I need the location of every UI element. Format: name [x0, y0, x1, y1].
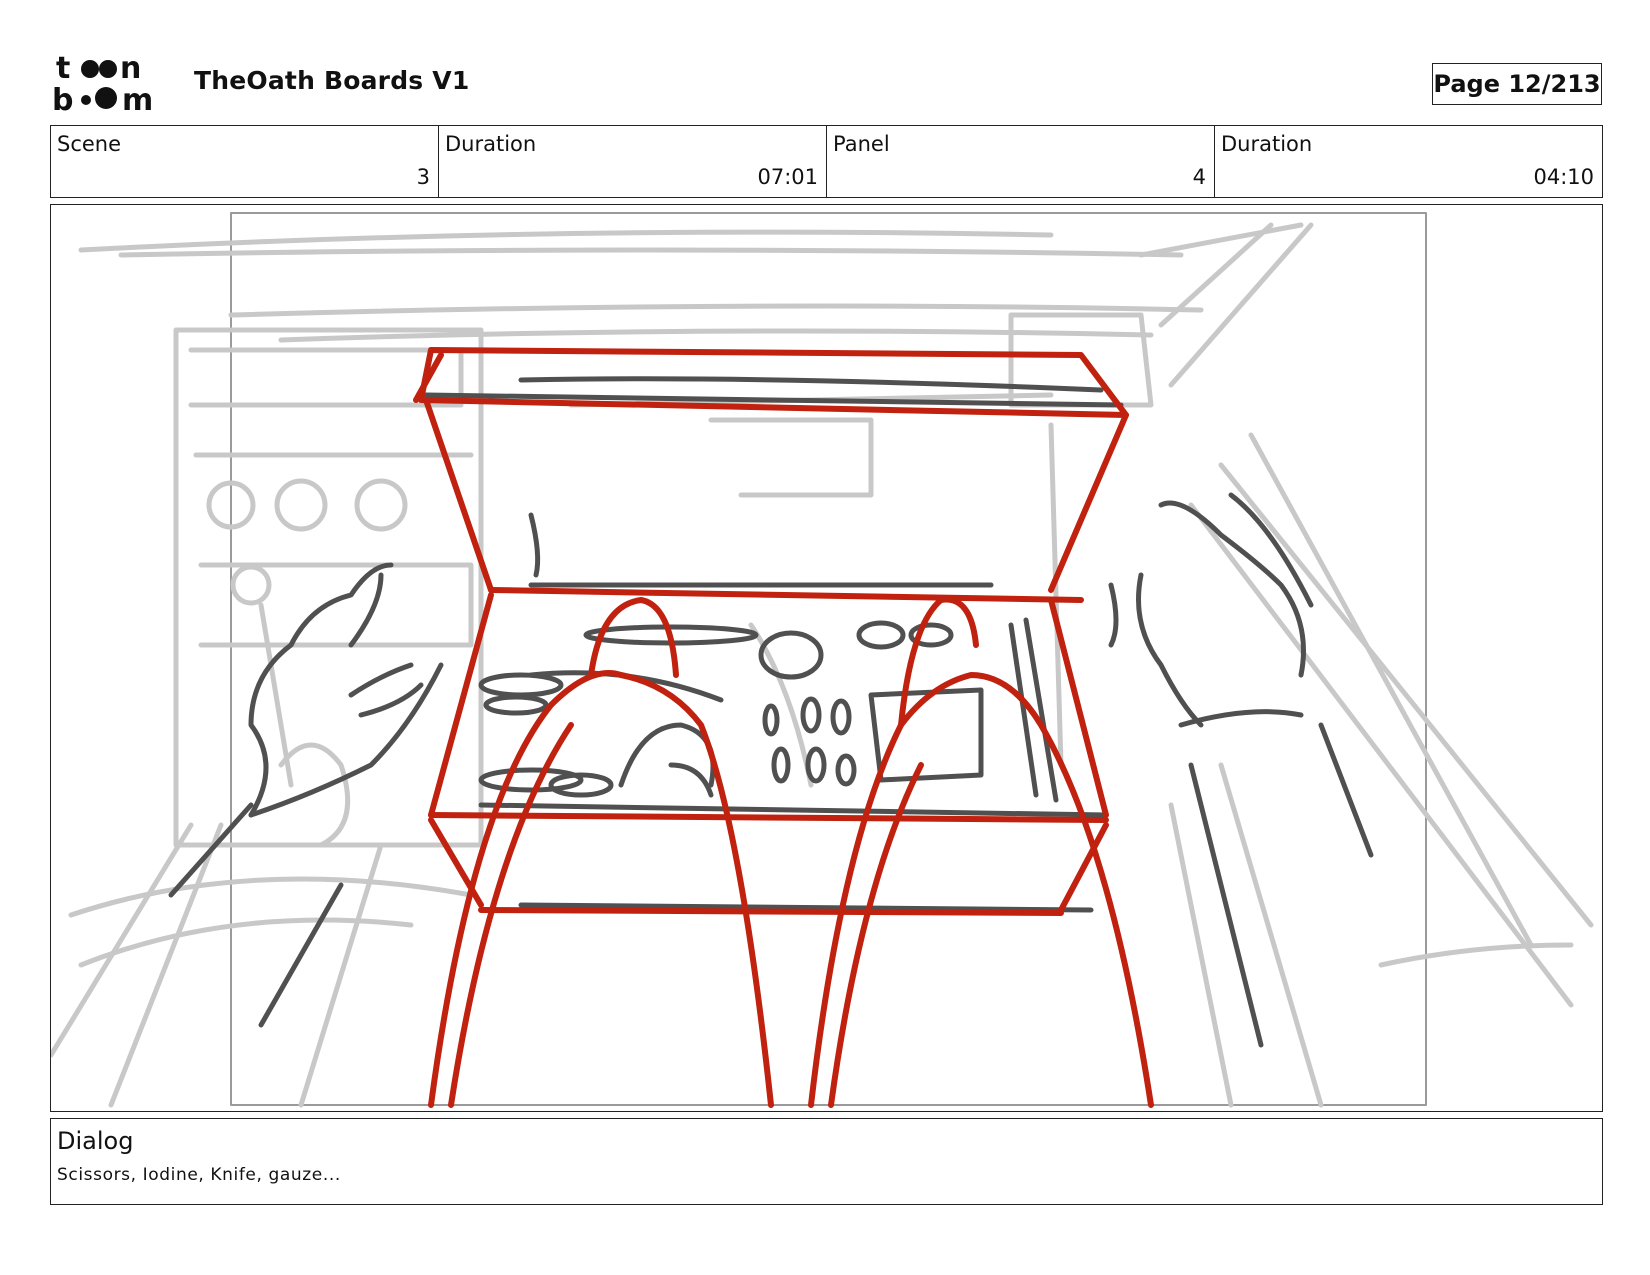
- scene-value: 3: [416, 165, 430, 189]
- scene-duration-value: 07:01: [757, 165, 818, 189]
- background-sketch: [51, 222, 1594, 1108]
- page-number: Page 12/213: [1432, 63, 1602, 105]
- dialog-label: Dialog: [57, 1127, 134, 1155]
- panel-value: 4: [1192, 165, 1206, 189]
- scene-cell: Scene 3: [51, 126, 439, 197]
- box-and-hands-sketch: [168, 376, 1374, 1048]
- storyboard-panel: [50, 204, 1603, 1112]
- toon-boom-logo: t n b m: [52, 51, 153, 114]
- dialog-box: Dialog Scissors, Iodine, Knife, gauze...: [50, 1118, 1603, 1205]
- svg-text:b: b: [52, 83, 73, 114]
- panel-label: Panel: [833, 132, 890, 156]
- svg-text:t: t: [56, 51, 70, 86]
- panel-cell: Panel 4: [827, 126, 1215, 197]
- document-title: TheOath Boards V1: [194, 66, 470, 95]
- scene-duration-cell: Duration 07:01: [439, 126, 827, 197]
- svg-text:m: m: [122, 83, 153, 114]
- svg-text:n: n: [120, 51, 141, 86]
- first-aid-box-sketch: [413, 347, 1154, 1108]
- panel-duration-value: 04:10: [1533, 165, 1594, 189]
- storyboard-sketch: [51, 212, 1594, 1108]
- scene-info-row: Scene 3 Duration 07:01 Panel 4 Duration …: [50, 125, 1603, 198]
- scene-label: Scene: [57, 132, 122, 156]
- panel-duration-label: Duration: [1221, 132, 1313, 156]
- panel-duration-cell: Duration 04:10: [1215, 126, 1602, 197]
- dialog-text: Scissors, Iodine, Knife, gauze...: [57, 1165, 341, 1185]
- scene-duration-label: Duration: [445, 132, 537, 156]
